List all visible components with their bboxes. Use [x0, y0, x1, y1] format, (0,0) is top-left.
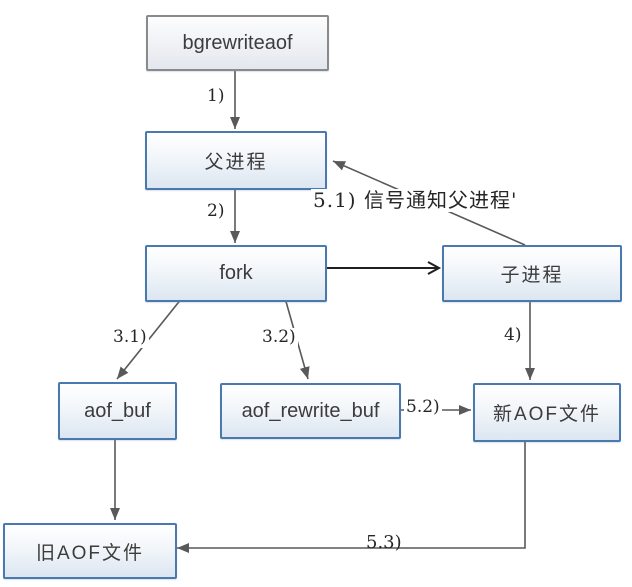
node-aof-rewrite-buf-label: aof_rewrite_buf — [241, 399, 380, 422]
node-bgrewriteaof-label: bgrewriteaof — [182, 31, 293, 54]
node-old-aof-file: 旧AOF文件 — [3, 523, 177, 579]
edge-label-5-2: 5.2) — [404, 397, 442, 418]
node-old-aof-file-label: 旧AOF文件 — [35, 542, 145, 564]
node-aof-rewrite-buf: aof_rewrite_buf — [220, 383, 401, 439]
edge-label-5-3: 5.3) — [366, 532, 402, 553]
node-parent-process: 父进程 — [145, 131, 327, 190]
edge-label-1: 1) — [206, 86, 226, 107]
edge-fork-to-aofbuf — [116, 297, 183, 380]
node-aof-buf: aof_buf — [58, 382, 177, 440]
edge-label-4: 4) — [503, 325, 523, 346]
node-fork-label: fork — [219, 262, 253, 284]
node-child-process-label: 子进程 — [500, 265, 564, 286]
edge-label-3-1: 3.1) — [111, 327, 149, 348]
node-child-process: 子进程 — [442, 245, 622, 302]
node-aof-buf-label: aof_buf — [84, 399, 151, 422]
node-parent-process-label: 父进程 — [204, 152, 268, 173]
node-new-aof-file: 新AOF文件 — [473, 383, 621, 442]
edge-label-3-2: 3.2) — [260, 327, 298, 348]
node-bgrewriteaof: bgrewriteaof — [146, 15, 329, 71]
node-fork: fork — [145, 245, 327, 302]
edge-label-2: 2) — [206, 201, 226, 222]
edge-newaof-to-oldaof — [177, 438, 526, 553]
edge-label-5-1-signal-parent: 5.1) 信号通知父进程' — [311, 188, 520, 212]
node-new-aof-file-label: 新AOF文件 — [492, 404, 602, 425]
